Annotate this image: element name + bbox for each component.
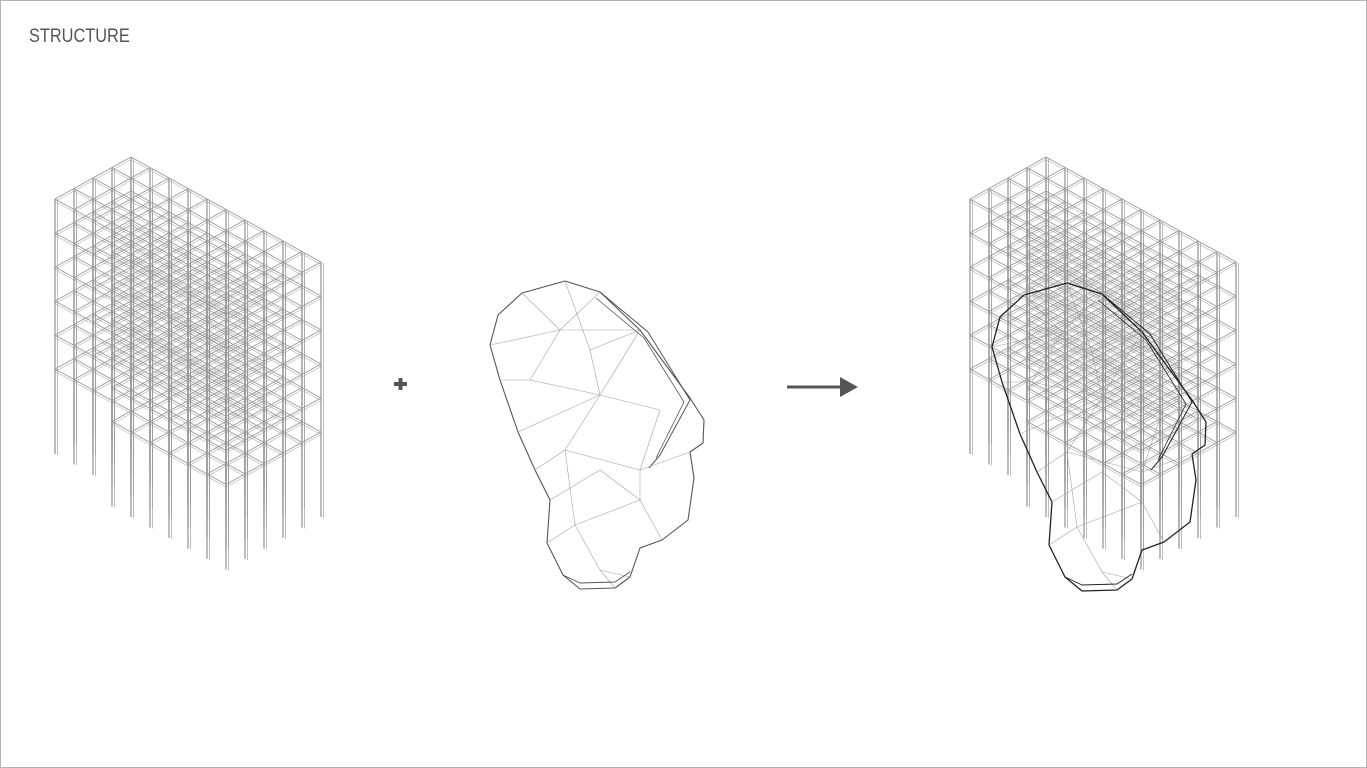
grid-structure-combined <box>969 156 1239 571</box>
blob-volume-combined <box>991 282 1207 592</box>
plus-icon <box>394 378 407 390</box>
blob-volume <box>489 280 705 590</box>
page-title: STRUCTURE <box>29 26 130 47</box>
grid-structure-frame <box>54 156 324 571</box>
arrow-right-icon <box>787 377 858 397</box>
